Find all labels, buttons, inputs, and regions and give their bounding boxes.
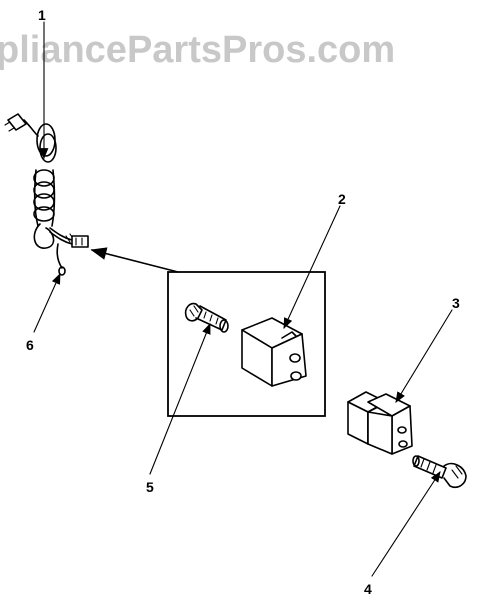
callout-5: 5 xyxy=(146,479,154,495)
terminal-pin-icon xyxy=(412,455,467,489)
connector-housing-icon xyxy=(241,317,307,387)
detail-inset-box xyxy=(167,271,326,417)
terminal-pin-icon xyxy=(184,302,229,333)
leader-lines xyxy=(33,21,453,577)
callout-2: 2 xyxy=(338,191,346,207)
connector-housing-icon xyxy=(347,391,413,455)
callout-6: 6 xyxy=(26,337,34,353)
callout-4: 4 xyxy=(364,581,372,597)
callout-1: 1 xyxy=(38,7,46,23)
watermark-text: pliancePartsPros.com xyxy=(0,29,395,71)
inset-pointer-arrow xyxy=(90,247,179,273)
ground-wire-icon xyxy=(56,243,66,276)
power-cord-icon xyxy=(4,113,89,249)
callout-3: 3 xyxy=(452,295,460,311)
